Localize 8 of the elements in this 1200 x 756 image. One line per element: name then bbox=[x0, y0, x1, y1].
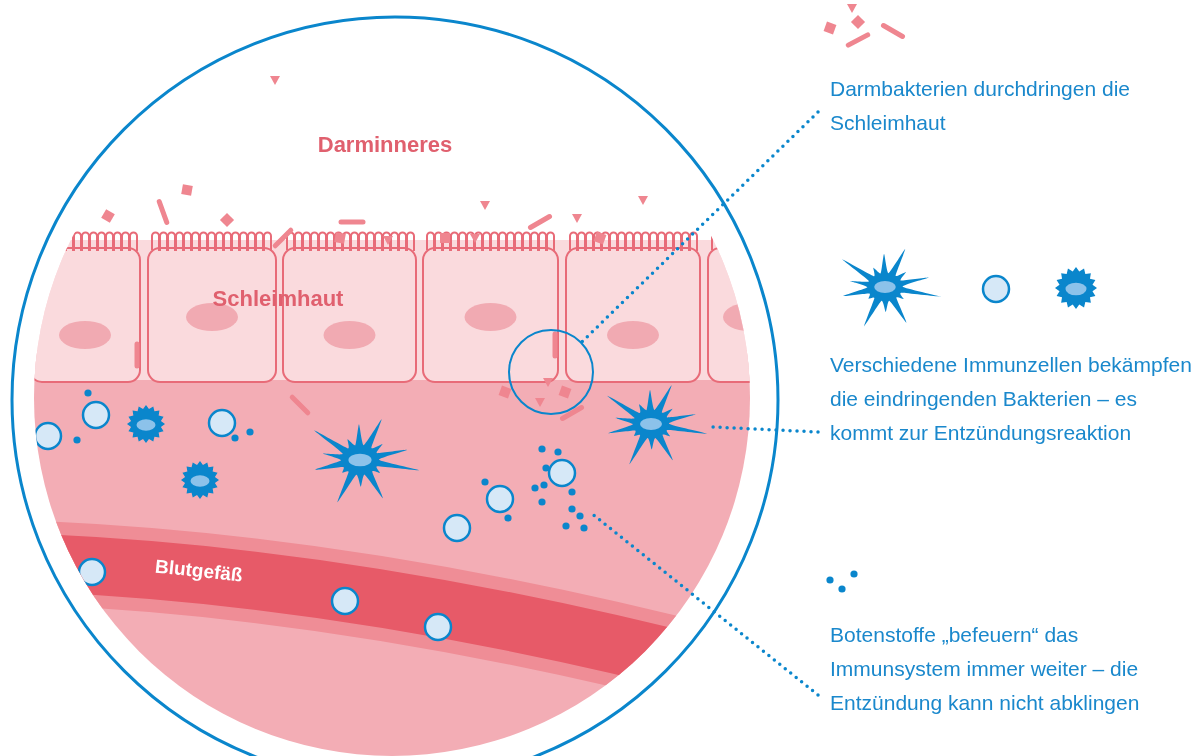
magnifier-circle bbox=[508, 329, 594, 415]
callout-text: Botenstoffe „befeuern“ das Immunsystem immer weiter – die Entzündung kann nicht abklingen bbox=[818, 618, 1193, 756]
region-label: Darminneres bbox=[317, 132, 453, 158]
callout-text: Darmbakterien durchdringen die Schleimhaut bbox=[818, 72, 1193, 142]
region-label: Blutgefäß bbox=[154, 555, 244, 587]
callout-text: Verschiedene Immunzellen bekämpfen die eindringenden Bakterien – es kommt zur Entzündungsreaktion bbox=[818, 348, 1198, 486]
leader-line bbox=[590, 511, 820, 697]
leader-line bbox=[580, 110, 820, 344]
